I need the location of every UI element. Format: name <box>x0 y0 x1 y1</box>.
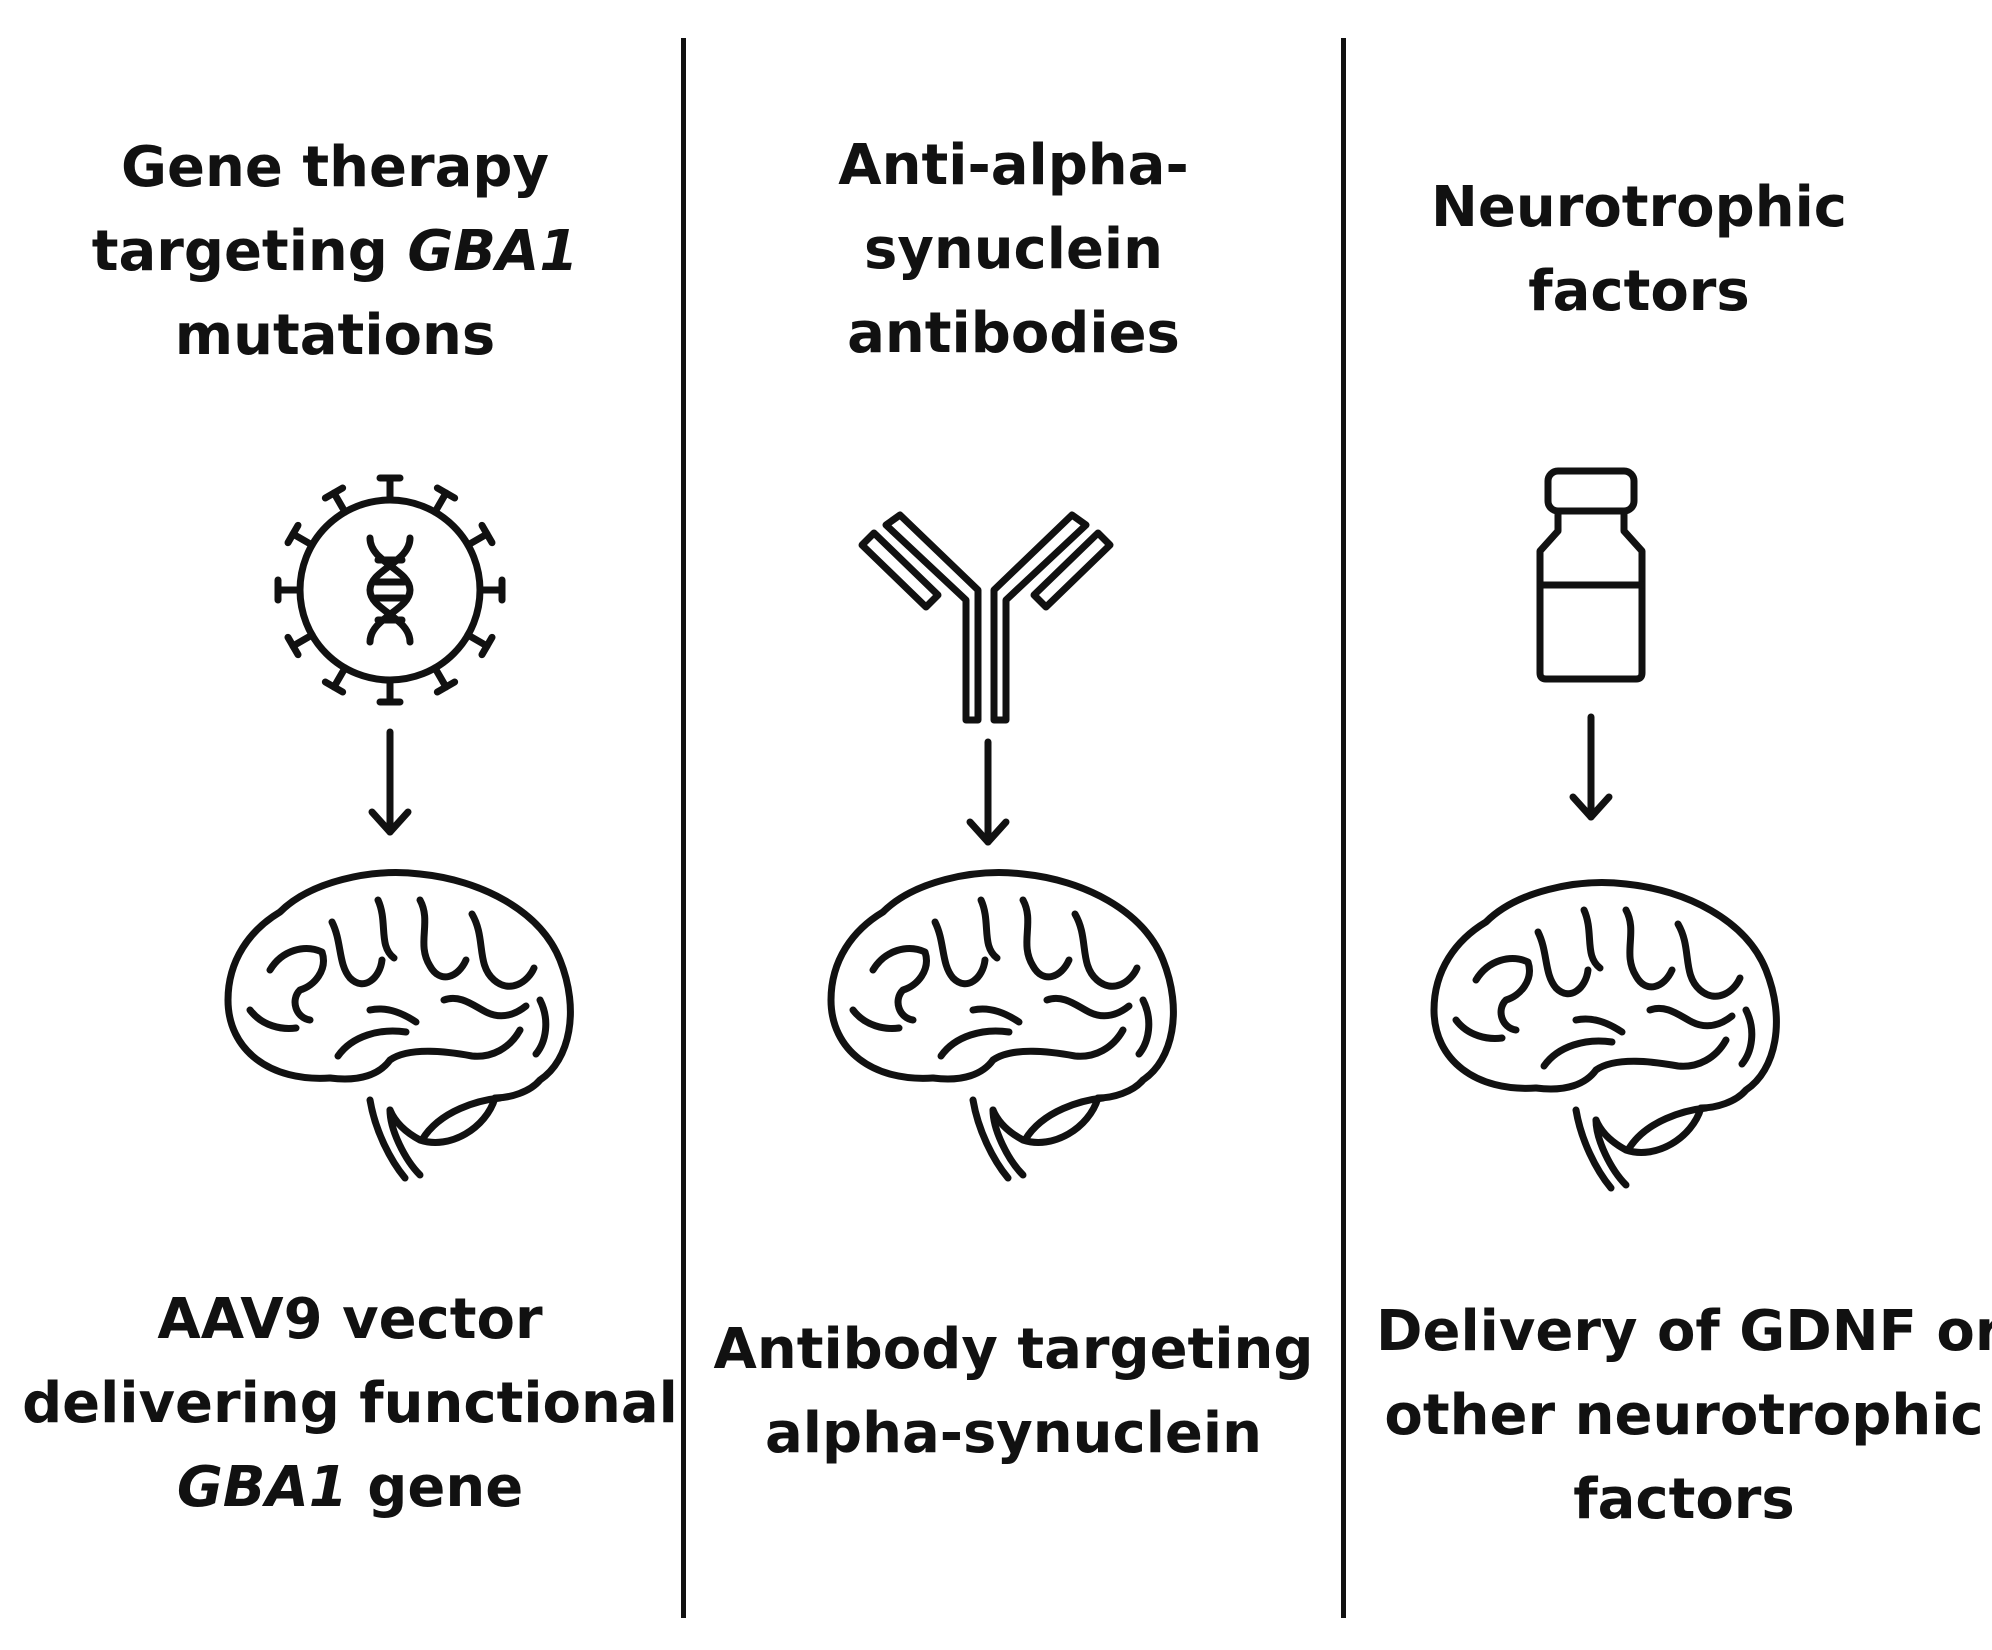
text-line: factors <box>1376 1458 1992 1542</box>
vial-icon <box>1526 465 1656 685</box>
panel-antibodies: Anti-alpha-synuclein antibodies Antibody … <box>686 0 1341 1650</box>
text-line: synuclein <box>686 208 1341 292</box>
text-line: Antibody targeting <box>686 1308 1341 1392</box>
arrow-down-icon <box>368 728 412 840</box>
text-line: Delivery of GDNF or <box>1376 1290 1992 1374</box>
virus-dna-icon <box>270 470 510 710</box>
text-run: synuclein <box>863 217 1163 282</box>
panel-caption: Delivery of GDNF or other neurotrophic fac… <box>1376 1290 1992 1542</box>
panel-caption: Antibody targeting alpha-synuclein <box>686 1308 1341 1476</box>
text-run: factors <box>1573 1467 1795 1532</box>
text-run: gene <box>347 1455 524 1520</box>
text-run: Antibody targeting <box>713 1317 1314 1382</box>
text-line: factors <box>1286 250 1992 334</box>
text-line: other neurotrophic <box>1376 1374 1992 1458</box>
divider-left <box>681 38 686 1618</box>
text-run: delivering functional <box>22 1371 678 1436</box>
brain-icon <box>210 860 590 1182</box>
text-run: mutations <box>174 303 496 368</box>
text-line: delivering functional <box>20 1362 680 1446</box>
panel-neurotrophic: Neurotrophic factors Delivery of GDNF or o… <box>1346 0 1992 1650</box>
text-line: Neurotrophic <box>1286 166 1992 250</box>
divider-right <box>1341 38 1346 1618</box>
brain-icon <box>1416 870 1796 1192</box>
text-run: AAV9 vector <box>157 1287 543 1352</box>
text-run: antibodies <box>847 301 1180 366</box>
text-line: mutations <box>0 294 680 378</box>
brain-icon <box>813 860 1193 1182</box>
text-run: factors <box>1528 259 1750 324</box>
text-line: alpha-synuclein <box>686 1392 1341 1476</box>
text-line: targeting GBA1 <box>0 210 680 294</box>
text-run: Delivery of GDNF or <box>1376 1299 1992 1364</box>
text-run: Gene therapy <box>121 135 549 200</box>
text-line: Gene therapy <box>0 126 680 210</box>
arrow-down-icon <box>966 738 1010 850</box>
italic-run: GBA1 <box>407 219 579 284</box>
text-run: targeting <box>91 219 408 284</box>
text-run: Neurotrophic <box>1430 175 1847 240</box>
panel-title: Anti-alpha-synuclein antibodies <box>686 124 1341 376</box>
antibody-icon <box>856 495 1116 725</box>
arrow-down-icon <box>1569 713 1613 825</box>
text-line: GBA1 gene <box>20 1446 680 1530</box>
italic-run: GBA1 <box>176 1455 348 1520</box>
text-line: antibodies <box>686 292 1341 376</box>
text-run: other neurotrophic <box>1384 1383 1984 1448</box>
text-line: Anti-alpha- <box>686 124 1341 208</box>
panel-title: Gene therapy targeting GBA1 mutations <box>0 126 680 378</box>
text-run: Anti-alpha- <box>838 133 1189 198</box>
text-run: alpha-synuclein <box>765 1401 1262 1466</box>
panel-title: Neurotrophic factors <box>1286 166 1992 334</box>
text-line: AAV9 vector <box>20 1278 680 1362</box>
